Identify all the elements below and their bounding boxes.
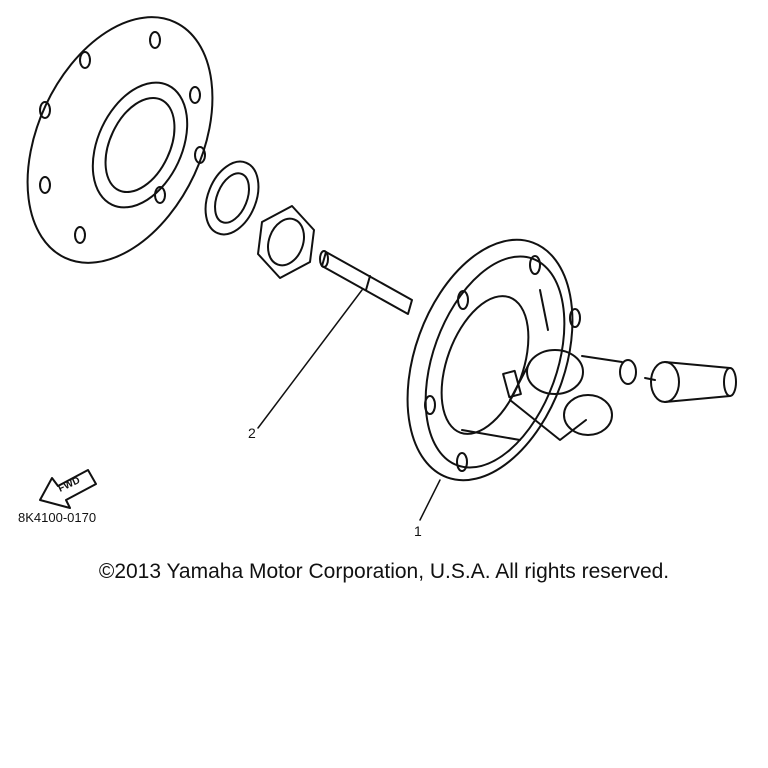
fwd-label: FWD [57, 475, 82, 495]
part-callout-2: 2 [248, 425, 256, 441]
bolt [644, 361, 737, 403]
exploded-parts-diagram: FWD 2 1 8K4100-0170 [18, 16, 737, 539]
hex-nut [257, 205, 315, 279]
catalog-code: 8K4100-0170 [18, 510, 96, 525]
copyright-notice: ©2013 Yamaha Motor Corporation, U.S.A. A… [98, 560, 670, 583]
part-callout-1: 1 [414, 523, 422, 539]
fwd-arrow-icon [39, 469, 97, 509]
hub-flange-drawing [406, 238, 637, 521]
shaft-pin-drawing [257, 250, 413, 429]
washer [204, 160, 260, 236]
rear-flange-plate [26, 16, 214, 264]
